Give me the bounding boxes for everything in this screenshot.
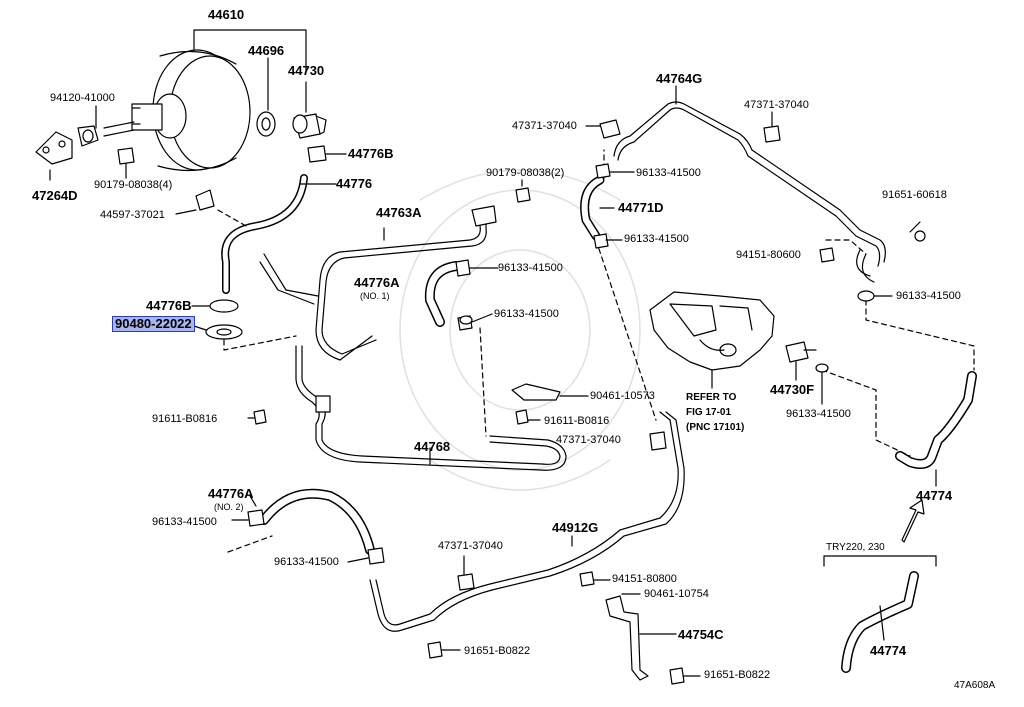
hose-end-44776B [191,299,239,313]
label-96133-41500-b[interactable]: 96133-41500 [494,308,559,320]
bolt-91651-60618 [909,221,926,242]
hose-44774-variant [841,571,919,673]
label-44774-variant[interactable]: 44774 [870,643,907,658]
label-90179-08038-2[interactable]: 90179-08038(2) [486,167,565,179]
label-44776A-no1[interactable]: 44776A [354,275,400,290]
bolt-91651-B0822-b [669,667,701,685]
intake-manifold-reference [649,291,775,389]
refer-note-line3: (PNC 17101) [686,422,745,433]
label-94120-41000[interactable]: 94120-41000 [50,92,115,104]
refer-note-line1: REFER TO [686,392,737,403]
hose-44776 [221,174,337,294]
label-44776B[interactable]: 44776B [146,298,192,313]
bolt-91611-b [515,409,541,425]
bolt-91651-B0822-a [427,641,461,659]
label-96133-41500-d[interactable]: 96133-41500 [624,233,689,245]
label-47264D[interactable]: 47264D [32,188,78,203]
label-91651-B0822-a[interactable]: 91651-B0822 [464,645,531,657]
nut-90179-2 [515,179,531,203]
label-96133-41500-g[interactable]: 96133-41500 [152,516,217,528]
label-47371-37040-d[interactable]: 47371-37040 [438,540,503,552]
label-47371-37040-c[interactable]: 47371-37040 [556,434,621,446]
variant-note: TRY220, 230 [826,542,885,553]
figure-code: 47A608A [954,680,996,691]
bolt-91611-a [247,409,267,425]
label-44696[interactable]: 44696 [248,43,285,58]
label-90480-22022-highlighted[interactable]: 90480-22022 [112,316,195,332]
dashed-guides [217,149,975,553]
variant-bracket [823,555,937,567]
label-44764G[interactable]: 44764G [656,71,703,86]
grommet-90480-22022 [193,324,243,340]
clip-47371-a [585,119,621,139]
label-91651-B0822-b[interactable]: 91651-B0822 [704,669,771,681]
check-valve-44730 [292,113,327,139]
label-44776A-no2-sub: (NO. 2) [214,502,244,512]
label-96133-41500-h[interactable]: 96133-41500 [274,556,339,568]
label-44754C[interactable]: 44754C [678,627,724,642]
label-91651-60618[interactable]: 91651-60618 [882,189,947,201]
label-44610[interactable]: 44610 [208,7,245,22]
check-valve-44730F [785,341,817,381]
leader-44610 [193,29,307,71]
tube-44912G [369,411,685,632]
label-44768[interactable]: 44768 [414,439,451,454]
label-47371-37040-a[interactable]: 47371-37040 [512,120,577,132]
label-44730[interactable]: 44730 [288,63,325,78]
label-90461-10573[interactable]: 90461-10573 [590,390,655,402]
label-91611-B0816-b[interactable]: 91611-B0816 [544,415,610,427]
clamp-96133-f [815,363,829,405]
tube-44764G [613,85,886,283]
clip-47371-d [457,555,475,591]
tube-44768 [295,345,567,471]
tube-44763A [259,205,497,361]
label-44776[interactable]: 44776 [336,176,373,191]
label-96133-41500-f[interactable]: 96133-41500 [786,408,851,420]
clip-47371-b [763,111,781,143]
brake-booster-44610 [103,49,251,172]
label-44776A-no2[interactable]: 44776A [208,486,254,501]
label-44771D[interactable]: 44771D [618,200,664,215]
label-90179-08038-4[interactable]: 90179-08038(4) [94,179,173,191]
clamp-96133-e [857,290,893,302]
label-44776B-top[interactable]: 44776B [348,146,394,161]
hose-44774 [895,371,977,487]
label-91611-B0816-a[interactable]: 91611-B0816 [152,413,218,425]
hose-44776A-no2 [231,488,385,565]
label-47371-37040-b[interactable]: 47371-37040 [744,99,809,111]
nut-94120-41000 [77,105,99,147]
clip-47371-c [649,431,667,451]
label-44730F[interactable]: 44730F [770,382,815,397]
grommet-44696 [256,111,276,137]
label-44763A[interactable]: 44763A [376,205,422,220]
label-96133-41500-c[interactable]: 96133-41500 [636,167,701,179]
nut-90179-4 [117,147,135,179]
arrow-44774 [901,499,925,543]
bracket-47264D [35,131,73,181]
label-44776A-no1-sub: (NO. 1) [360,291,390,301]
nut-94151-80600 [819,247,835,263]
label-44774[interactable]: 44774 [916,488,953,503]
label-94151-80600[interactable]: 94151-80600 [736,249,801,261]
nut-94151-80800 [579,571,611,587]
label-44597-37021[interactable]: 44597-37021 [100,209,165,221]
hose-end-44776B-top [307,145,347,163]
label-96133-41500-e[interactable]: 96133-41500 [896,290,961,302]
refer-note-line2[interactable]: FIG 17-01 [686,407,732,418]
bracket-44754C [605,593,677,681]
clamp-96133-b [459,315,473,325]
hose-44771D [580,163,635,249]
label-96133-41500-a[interactable]: 96133-41500 [498,262,563,274]
label-44912G[interactable]: 44912G [552,520,599,535]
label-94151-80800[interactable]: 94151-80800 [612,573,677,585]
clip-44597 [175,189,215,215]
bracket-90461-10573 [511,383,589,401]
label-90461-10754[interactable]: 90461-10754 [644,588,709,600]
